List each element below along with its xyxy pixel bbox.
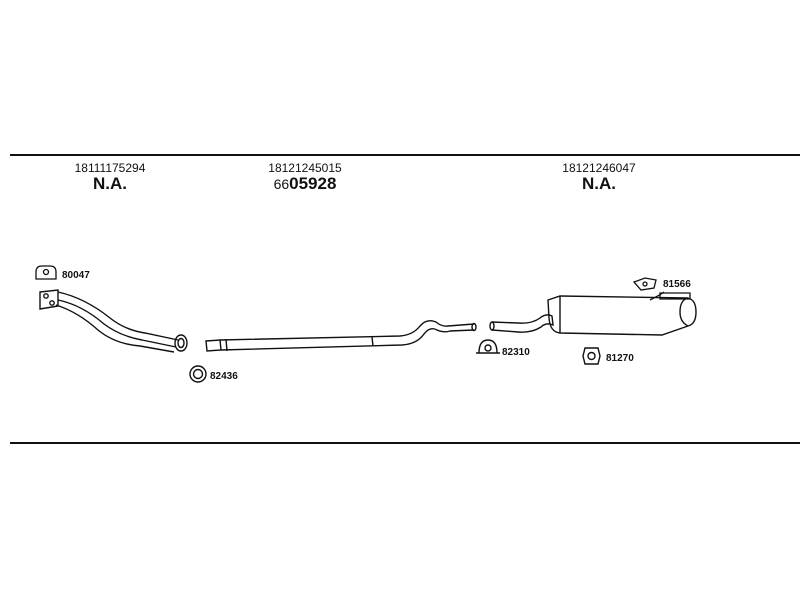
rear-silencer-header: 18121246047 N.A. xyxy=(519,161,679,193)
part-number: 18121246047 xyxy=(562,161,636,175)
front-pipe-header: 18111175294 N.A. xyxy=(30,161,190,193)
nut-icon xyxy=(582,347,601,365)
bottom-divider xyxy=(10,442,800,444)
top-divider xyxy=(10,154,800,156)
part-label-81270: 81270 xyxy=(606,353,634,364)
catalog-code: 6605928 xyxy=(273,174,337,193)
part-label-82436: 82436 xyxy=(210,371,238,382)
middle-pipe-header: 18121245015 6605928 xyxy=(225,161,385,193)
u-clamp-icon xyxy=(476,339,500,354)
catalog-code: N.A. xyxy=(93,174,127,193)
part-label-82310: 82310 xyxy=(502,347,530,358)
front-pipe[interactable] xyxy=(39,289,188,353)
rear-silencer[interactable] xyxy=(489,291,697,336)
hanger-bracket-icon xyxy=(35,265,57,280)
middle-pipe[interactable] xyxy=(205,319,477,352)
part-label-80047: 80047 xyxy=(62,270,90,281)
part-number: 18111175294 xyxy=(74,161,146,175)
rubber-mount-icon xyxy=(632,277,691,300)
part-label-81566: 81566 xyxy=(663,279,691,290)
part-number: 18121245015 xyxy=(268,161,342,175)
catalog-code: N.A. xyxy=(582,174,616,193)
ring-gasket-icon xyxy=(189,365,207,383)
